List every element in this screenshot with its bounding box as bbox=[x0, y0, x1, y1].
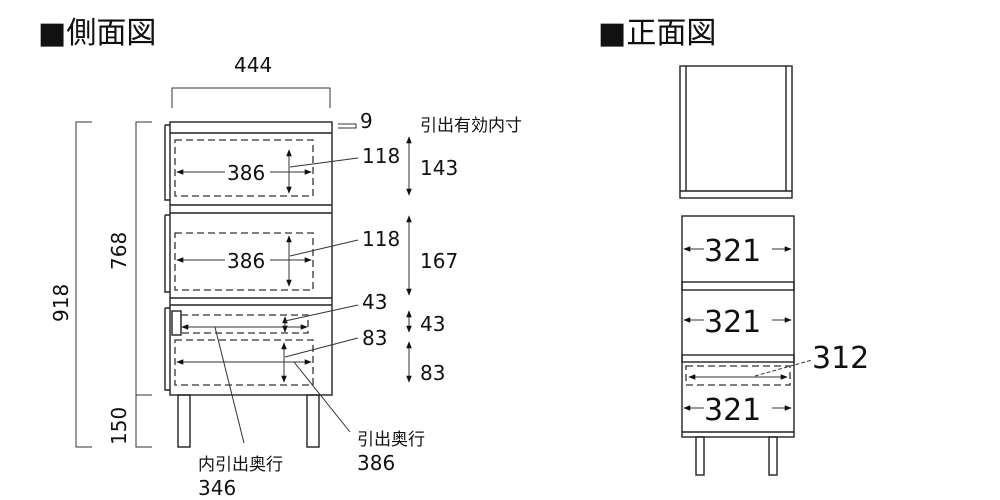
front-view: ■正面図 321 321 321 312 bbox=[598, 16, 869, 476]
drawer1-height: 118 bbox=[362, 144, 400, 168]
inner-drawer-depth: 346 bbox=[198, 476, 236, 500]
drawer-depth: 386 bbox=[357, 451, 395, 475]
side-leg-front bbox=[177, 394, 191, 448]
front-cabinet bbox=[681, 215, 795, 476]
drawer2-height: 118 bbox=[362, 227, 400, 251]
inner-tray-width: 312 bbox=[812, 341, 869, 376]
front-leg-right bbox=[768, 436, 778, 476]
front-view-title: ■正面図 bbox=[598, 16, 716, 51]
drawer3-tray-height: 43 bbox=[362, 290, 387, 314]
inner-dims-label: 引出有効内寸 bbox=[420, 116, 522, 136]
drawer2-inner-height: 167 bbox=[420, 249, 458, 273]
drawer-depth-label: 引出奥行 bbox=[357, 430, 425, 450]
drawer2-width: 321 bbox=[704, 305, 761, 340]
leg-height-dimension: 150 bbox=[107, 407, 131, 445]
drawer1-width: 321 bbox=[704, 234, 761, 269]
front-leg-left bbox=[695, 436, 705, 476]
drawer3-width: 321 bbox=[704, 393, 761, 428]
total-height-bracket bbox=[75, 121, 92, 448]
drawer1-depth: 386 bbox=[227, 161, 265, 185]
body-height-dimension: 768 bbox=[107, 232, 131, 270]
drawer3-side: 83 bbox=[420, 361, 445, 385]
total-height-dimension: 918 bbox=[49, 284, 73, 322]
drawer3-height: 83 bbox=[362, 326, 387, 350]
drawer1-inner-height: 143 bbox=[420, 156, 458, 180]
side-view-title: ■側面図 bbox=[38, 16, 156, 51]
width-dimension: 444 bbox=[234, 53, 272, 77]
width-bracket bbox=[171, 87, 331, 108]
drawer3-tray-side: 43 bbox=[420, 312, 445, 336]
inner-drawer-depth-label: 内引出奥行 bbox=[198, 455, 283, 475]
side-view: ■側面図 444 918 768 150 9 引出有効内寸 bbox=[38, 16, 522, 500]
top-thickness-dimension: 9 bbox=[360, 109, 373, 133]
drawer2-depth: 386 bbox=[227, 249, 265, 273]
side-leg-back bbox=[306, 394, 320, 448]
body-height-bracket bbox=[135, 121, 152, 448]
top-view-box bbox=[679, 65, 793, 199]
side-cabinet bbox=[164, 121, 333, 448]
